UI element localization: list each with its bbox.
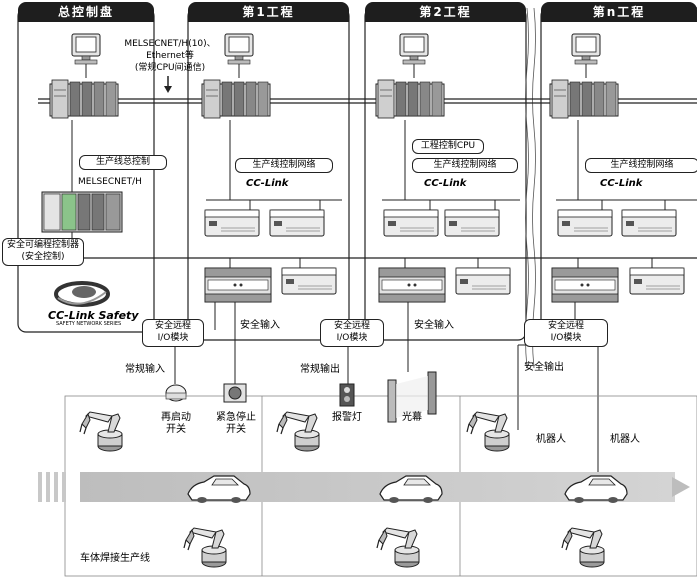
monitor-icon [224,33,254,65]
melsecnet-h-label: MELSECNET/H [78,177,142,187]
network-note-line2: Ethernet等 [146,51,194,61]
light-curtain-label: 光幕 [402,412,422,423]
emergency-stop-label-line2: 开关 [226,424,246,435]
conveyor-stripe [46,472,50,502]
safety-remote-io-label-1: 安全远程 I/O模块 [142,319,204,347]
network-note-line1: MELSECNET/H(10)、 [124,39,216,49]
safety-remote-io-label-2b: I/O模块 [336,333,368,343]
safety-remote-io-label-2a: 安全远程 [333,321,370,331]
emergency-stop-icon [223,383,247,403]
robot-icon [466,411,510,452]
restart-switch-label: 再启动 开关 [152,412,200,436]
normal-input-label: 常规输入 [125,364,165,375]
safety-plc-label: 安全可编程控制器 (安全控制) [2,238,84,266]
plc-icon [49,79,119,119]
remote-io-icon [269,209,325,237]
safety-input-label-2: 安全输入 [414,320,454,331]
network-note-line3: (常规CPU间通信) [134,63,206,73]
safety-plc-icon [41,191,123,233]
remote-io-icon [621,209,677,237]
cclink-safety-logo-text: CC-Link Safety [48,309,139,322]
header-control-panel: 总控制盘 [18,2,154,22]
safety-remote-io-label-n: 安全远程 I/O模块 [524,319,608,347]
down-arrow-head-icon [164,86,172,93]
monitor-icon [571,33,601,65]
line-network-label-1: 生产线控制网络 [235,158,333,173]
remote-io-icon [557,209,613,237]
robot-icon [561,527,605,568]
safety-output-label: 安全输出 [524,362,564,373]
alarm-lamp-label: 报警灯 [332,412,362,423]
robot-label-1: 机器人 [536,434,566,445]
light-curtain-icon [387,371,437,423]
plc-icon [549,79,619,119]
break-line-right [532,7,536,369]
remote-io-icon [383,209,439,237]
safety-remote-io-label-2: 安全远程 I/O模块 [320,319,384,347]
remote-io-icon [281,267,337,295]
robot-icon [276,411,320,452]
cclink-label-n: CC-Link [600,178,643,189]
emergency-stop-label: 紧急停止 开关 [210,412,262,436]
safety-plc-label-line1: 安全可编程控制器 [6,240,79,250]
alarm-lamp-icon [339,383,355,407]
header-process-2: 第2工程 [365,2,526,22]
cclink-label-2: CC-Link [424,178,467,189]
welding-line-label: 车体焊接生产线 [80,553,150,564]
remote-io-icon [629,267,685,295]
remote-io-icon [455,267,511,295]
safety-io-icon [551,267,619,303]
conveyor-arrow-icon [672,477,690,497]
safety-input-label-1: 安全输入 [240,320,280,331]
restart-switch-label-line1: 再启动 [161,412,191,423]
plc-icon [201,79,271,119]
line-network-label-n: 生产线控制网络 [585,158,697,173]
conveyor-stripe [38,472,42,502]
emergency-stop-label-line1: 紧急停止 [216,412,256,423]
monitor-icon [399,33,429,65]
line-network-label-2: 生产线控制网络 [412,158,518,173]
safety-plc-label-line2: (安全控制) [21,252,65,262]
safety-remote-io-label-1a: 安全远程 [154,321,191,331]
cclink-safety-logo-icon [54,281,110,307]
break-line-left [525,7,529,369]
safety-io-icon [378,267,446,303]
safety-remote-io-label-nb: I/O模块 [550,333,582,343]
safety-remote-io-label-na: 安全远程 [547,321,584,331]
header-process-1: 第1工程 [188,2,349,22]
robot-icon [79,411,123,452]
safety-io-icon [204,267,272,303]
line-control-label: 生产线总控制 [79,155,167,170]
network-note: MELSECNET/H(10)、 Ethernet等 (常规CPU间通信) [122,38,218,74]
header-process-n: 第n工程 [541,2,697,22]
robot-icon [183,527,227,568]
safety-remote-io-label-1b: I/O模块 [157,333,189,343]
cclink-safety-subtitle: SAFETY NETWORK SERIES [56,321,122,327]
plc-icon [375,79,445,119]
conveyor-stripe [54,472,58,502]
cclink-label-1: CC-Link [246,178,289,189]
restart-switch-icon [165,384,187,402]
remote-io-icon [204,209,260,237]
remote-io-icon [444,209,500,237]
robot-label-2: 机器人 [610,434,640,445]
monitor-icon [71,33,101,65]
normal-output-label: 常规输出 [300,364,340,375]
process-cpu-label: 工程控制CPU [412,139,484,154]
robot-icon [376,527,420,568]
restart-switch-label-line2: 开关 [166,424,186,435]
conveyor-stripe [62,472,66,502]
